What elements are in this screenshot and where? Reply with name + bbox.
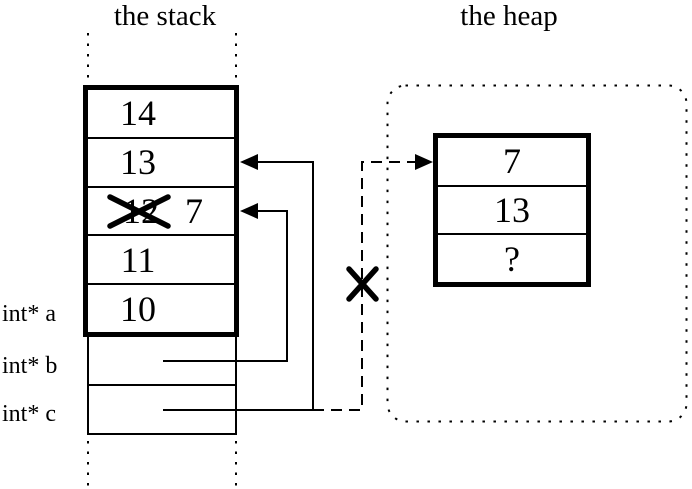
heap-cell-value: 7 bbox=[503, 141, 521, 182]
pointer-variable-rows bbox=[87, 337, 237, 435]
heap-cell-7: 7 bbox=[438, 138, 586, 187]
heap-title: the heap bbox=[460, 0, 558, 32]
stack-cell-overwritten: 12 7 bbox=[88, 188, 234, 237]
stack-cell-value: 10 bbox=[120, 288, 156, 329]
heap-block-box: 7 13 ? bbox=[433, 133, 591, 287]
stack-frame-box: 14 13 12 7 11 10 bbox=[83, 85, 239, 337]
pointer-label-c: int* c bbox=[2, 401, 56, 427]
stack-cell-11: 11 bbox=[88, 236, 234, 286]
crossout-pointer-x-icon bbox=[346, 266, 379, 302]
pointer-label-a: int* a bbox=[2, 301, 56, 327]
dangling-pointer-dashed-line bbox=[313, 161, 416, 411]
heap-cell-unknown: ? bbox=[438, 235, 586, 282]
stack-cell-14: 14 bbox=[88, 90, 234, 139]
pointer-label-b: int* b bbox=[2, 353, 58, 379]
stack-title: the stack bbox=[113, 0, 217, 32]
heap-cell-value: ? bbox=[504, 238, 520, 279]
stack-cell-10: 10 bbox=[88, 285, 234, 332]
stack-cell-13: 13 bbox=[88, 139, 234, 188]
dangling-pointer-arrowhead-icon bbox=[415, 154, 433, 170]
stack-cell-value: 14 bbox=[120, 93, 156, 134]
stack-cell-value: 13 bbox=[120, 142, 156, 183]
heap-cell-13: 13 bbox=[438, 187, 586, 236]
pointer-row-c bbox=[89, 386, 235, 433]
crossed-out-old-value: 12 bbox=[123, 190, 159, 231]
pointer-c-arrowhead-icon bbox=[240, 154, 258, 170]
overwritten-new-value: 7 bbox=[185, 190, 203, 231]
stack-cell-value: 11 bbox=[120, 239, 156, 280]
pointer-b-arrowhead-icon bbox=[240, 203, 258, 219]
heap-cell-value: 13 bbox=[494, 190, 530, 230]
pointer-row-b bbox=[89, 337, 235, 386]
